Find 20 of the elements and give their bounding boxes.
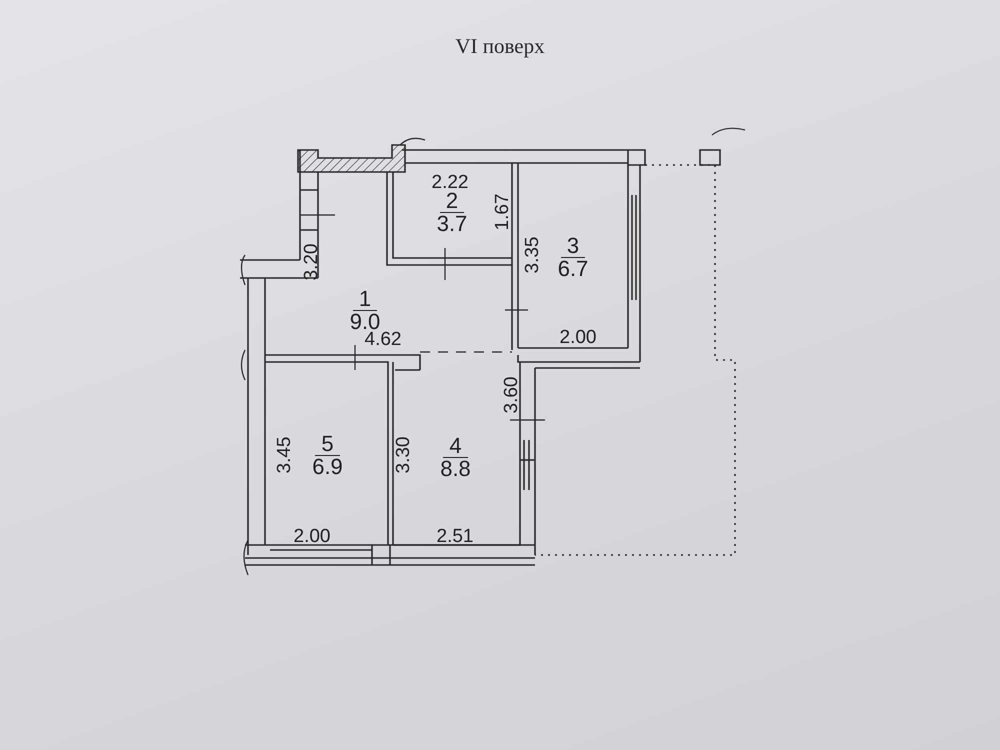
dimension-label: 2.22 bbox=[432, 172, 468, 193]
dimension-label: 2.00 bbox=[560, 327, 596, 349]
dimension-label: 3.35 bbox=[522, 236, 544, 274]
room-number: 2 bbox=[440, 190, 464, 213]
dimension-label: 1.67 bbox=[492, 194, 514, 230]
room-number: 3 bbox=[560, 235, 586, 258]
dimension-label: 2.51 bbox=[436, 526, 474, 548]
dimension-label: 3.20 bbox=[301, 244, 323, 280]
room-area: 6.9 bbox=[306, 456, 349, 478]
dimension-label: 3.30 bbox=[393, 436, 415, 474]
dimension-label: 3.45 bbox=[274, 436, 296, 474]
dimension-label: 3.60 bbox=[501, 376, 523, 414]
room-number: 5 bbox=[315, 432, 340, 456]
dimension-label: 2.00 bbox=[294, 526, 330, 548]
floor-title: VI поверх bbox=[455, 34, 545, 58]
room-area: 8.8 bbox=[434, 458, 477, 480]
room-number: 4 bbox=[443, 435, 468, 458]
room-area: 3.7 bbox=[430, 213, 474, 235]
room-area: 6.7 bbox=[552, 258, 594, 280]
room-number: 1 bbox=[352, 288, 378, 310]
